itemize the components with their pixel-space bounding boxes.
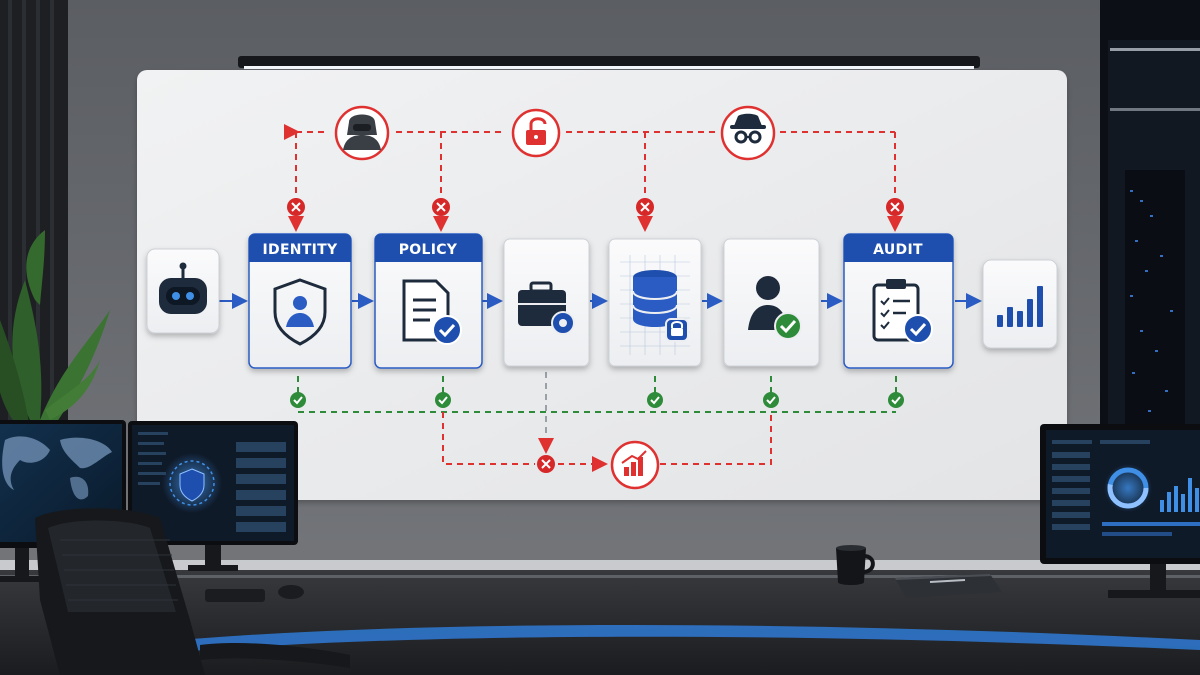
robot-icon	[159, 262, 207, 314]
monitor-shield-dashboard	[128, 421, 298, 571]
stage-card	[982, 259, 1058, 349]
stage-policy: POLICY	[374, 233, 483, 369]
mouse	[278, 585, 304, 599]
threat-rising-chart	[610, 440, 660, 490]
verified-badges	[290, 392, 904, 408]
stage-results	[982, 259, 1058, 349]
threat-spy	[720, 105, 776, 161]
card-header	[249, 234, 351, 262]
database-lock-icon	[632, 270, 689, 342]
stage-approval	[723, 238, 820, 367]
check-badge-icon	[435, 392, 451, 408]
stage-data	[608, 238, 702, 367]
wall-lamp	[238, 56, 980, 68]
threat-path	[660, 412, 772, 465]
whiteboard	[137, 70, 1067, 500]
x-badge-icon	[432, 198, 450, 216]
x-badge-icon	[636, 198, 654, 216]
spy-icon	[730, 113, 766, 144]
document-check-icon	[402, 279, 462, 345]
check-badge-icon	[290, 392, 306, 408]
monitor-analytics	[1040, 424, 1200, 598]
threat-path	[442, 412, 535, 465]
threat-unlock	[511, 108, 561, 158]
stage-identity: IDENTITY	[248, 233, 352, 369]
card-header	[844, 234, 953, 262]
blocked-badges	[287, 198, 904, 473]
shield-user-icon	[273, 278, 327, 346]
verified-path	[297, 376, 897, 413]
notebook	[895, 574, 1002, 598]
stage-agent	[146, 248, 220, 334]
unlock-icon	[526, 117, 547, 145]
x-badge-icon	[537, 455, 555, 473]
stage-tools	[503, 238, 590, 367]
stage-audit: AUDIT	[843, 233, 954, 369]
flow-diagram: IDENTITY POLICY	[146, 105, 1058, 490]
bar-chart-icon	[997, 286, 1043, 327]
card-header	[375, 234, 482, 262]
lamp-light	[244, 66, 974, 69]
stage-label: POLICY	[399, 242, 458, 258]
rising-chart-icon	[621, 450, 647, 476]
hacker-icon	[343, 114, 381, 150]
stage-card	[723, 238, 820, 367]
keyboard	[205, 589, 265, 602]
office-chair	[35, 508, 350, 675]
clipboard-check-icon	[872, 279, 933, 344]
threat-hacker	[334, 105, 390, 161]
check-badge-icon	[647, 392, 663, 408]
check-badge-icon	[888, 392, 904, 408]
stage-label: IDENTITY	[263, 242, 339, 258]
threat-paths-bottom	[442, 372, 772, 472]
plant	[0, 230, 110, 430]
x-badge-icon	[886, 198, 904, 216]
check-badge-icon	[763, 392, 779, 408]
user-check-icon	[748, 276, 802, 340]
x-badge-icon	[287, 198, 305, 216]
coffee-mug	[836, 545, 875, 585]
toolbox-gear-icon	[518, 281, 575, 335]
stage-label: AUDIT	[873, 242, 923, 258]
